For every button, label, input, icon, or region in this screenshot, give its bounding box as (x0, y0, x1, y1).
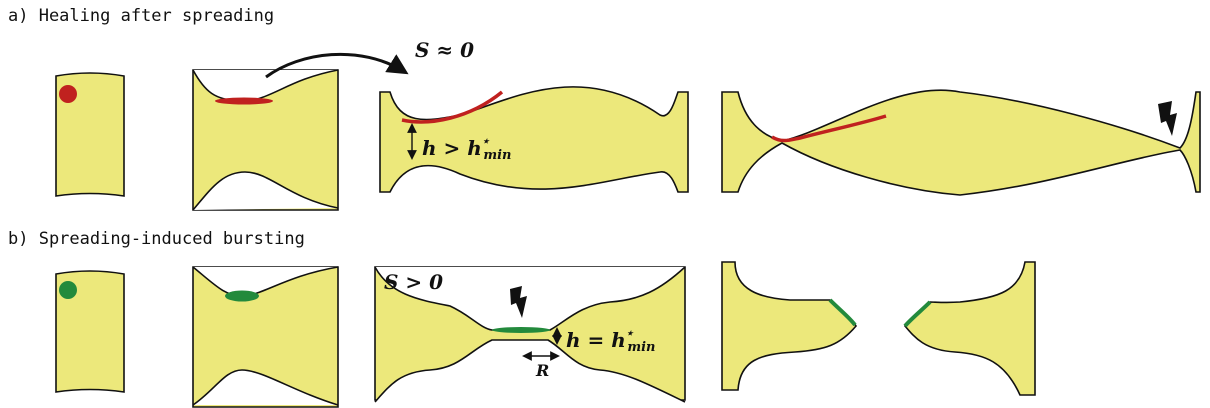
red-spreading-patch (215, 97, 273, 105)
film-b4-right (903, 261, 1036, 396)
film-b4-left (721, 261, 858, 391)
film-b1 (55, 270, 125, 393)
radius-label: R (535, 361, 549, 380)
condition-a: S ≈ 0 (415, 38, 474, 62)
film-a4 (721, 89, 1201, 196)
lightning-bolt-icon-b (510, 286, 527, 318)
panel-b-label: b) Spreading-induced bursting (8, 229, 305, 249)
film-b2 (192, 266, 339, 408)
red-droplet (59, 85, 77, 103)
curved-arrow-icon (265, 52, 409, 79)
condition-b: S > 0 (384, 270, 443, 294)
lightning-bolt-icon (1158, 101, 1177, 136)
film-a2 (192, 69, 339, 211)
film-a1 (55, 72, 125, 197)
thickness-condition-a: h > h⋆min (422, 134, 511, 163)
green-spreading-patch (225, 290, 259, 302)
green-droplet (59, 281, 77, 299)
film-b3 (374, 266, 686, 403)
green-thin-patch (492, 327, 550, 333)
thickness-condition-b: h = h⋆min (566, 326, 655, 355)
panel-a-label: a) Healing after spreading (8, 6, 275, 26)
film-a3 (379, 86, 689, 193)
